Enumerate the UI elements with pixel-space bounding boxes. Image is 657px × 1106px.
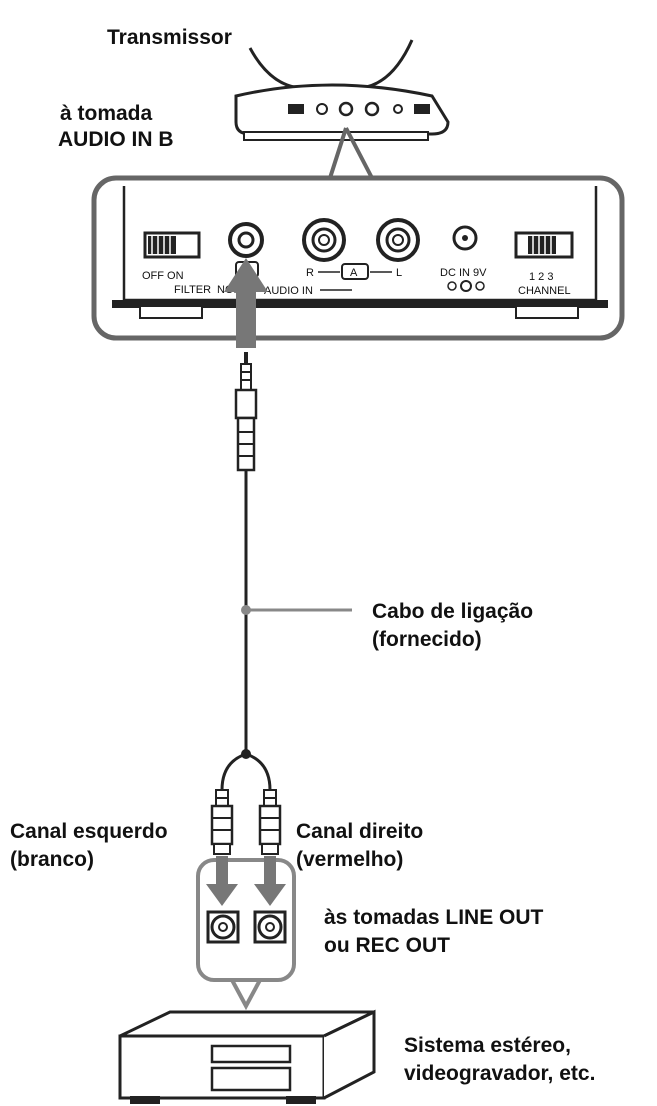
jack-label-line2: AUDIO IN B (58, 128, 174, 151)
transmitter-unit (234, 39, 450, 179)
jack-label-line1: à tomada (60, 102, 153, 125)
output-label-line1: às tomadas LINE OUT (324, 906, 544, 929)
mini-plug (234, 352, 258, 472)
channel-numbers: 1 2 3 (529, 271, 553, 283)
right-channel-label-line1: Canal direito (296, 820, 423, 843)
r-label: R (306, 267, 314, 279)
cable-label-line1: Cabo de ligação (372, 600, 533, 623)
channel-switch[interactable] (514, 231, 574, 259)
arrow-right-down (254, 856, 286, 906)
cable-label-line2: (fornecido) (372, 628, 482, 651)
a-label: A (350, 267, 358, 279)
rca-plug-right (258, 789, 282, 855)
arrow-left-down (206, 856, 238, 906)
dc-in-jack[interactable] (452, 225, 478, 251)
channel-label: CHANNEL (518, 285, 571, 297)
transmitter-label: Transmissor (107, 26, 232, 49)
off-on-label: OFF ON (142, 270, 184, 282)
output-jacks-box (196, 856, 296, 1011)
audio-in-label: AUDIO IN (264, 285, 313, 297)
system-label-line2: videogravador, etc. (404, 1062, 595, 1085)
panel-zoom: OFF ON FILTER NOISE B R A L AUDIO IN (91, 175, 625, 341)
dc-in-label: DC IN 9V (440, 267, 487, 279)
off-on-switch[interactable] (143, 231, 201, 259)
rca-plug-left (210, 789, 234, 855)
audio-in-b-jack[interactable] (228, 222, 264, 258)
l-label: L (396, 267, 402, 279)
right-channel-label-line2: (vermelho) (296, 848, 403, 871)
left-channel-label-line2: (branco) (10, 848, 94, 871)
system-label-line1: Sistema estéreo, (404, 1034, 571, 1057)
arrow-to-b-jack (224, 258, 268, 348)
left-channel-label-line1: Canal esquerdo (10, 820, 168, 843)
filter-label: FILTER (174, 284, 211, 296)
stereo-device (118, 1009, 376, 1104)
output-label-line2: ou REC OUT (324, 934, 450, 957)
audio-in-l-jack[interactable] (376, 218, 420, 262)
audio-in-r-jack[interactable] (302, 218, 346, 262)
